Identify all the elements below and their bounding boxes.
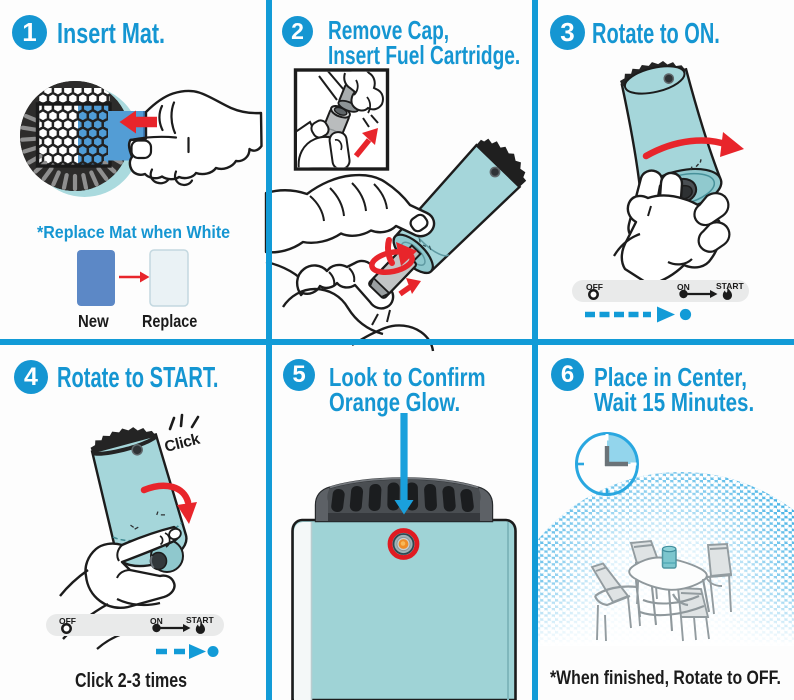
svg-text:START: START [716, 281, 745, 291]
svg-text:OFF: OFF [586, 282, 603, 292]
svg-text:ON: ON [677, 282, 690, 292]
svg-text:ON: ON [150, 616, 163, 626]
svg-text:START: START [186, 615, 215, 625]
svg-text:Click: Click [163, 431, 202, 456]
svg-text:OFF: OFF [59, 616, 76, 626]
